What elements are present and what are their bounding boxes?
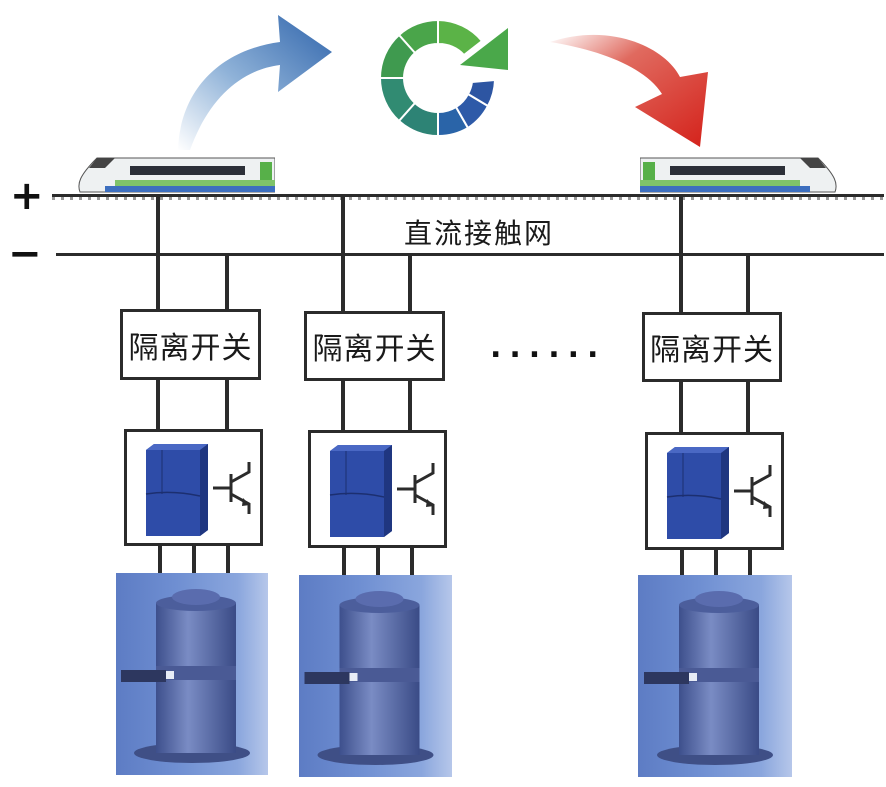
catenary-label: 直流接触网 xyxy=(404,217,555,250)
positive-rail-symbol: + xyxy=(10,173,44,219)
decel-arrow-icon xyxy=(550,34,708,147)
unit2-phase-c xyxy=(410,548,414,575)
energy-recycle-icon xyxy=(378,18,508,138)
unit1-positive-feeder xyxy=(156,196,160,310)
accel-arrow-icon xyxy=(178,15,332,150)
unit1-phase-b xyxy=(192,546,196,573)
converter-cabinet-icon xyxy=(329,445,392,537)
unit2-link-left xyxy=(341,381,345,431)
unit3-phase-b xyxy=(714,550,718,577)
unit3-phase-a xyxy=(680,550,684,577)
negative-rail-symbol: − xyxy=(8,231,42,277)
unit1-converter[interactable] xyxy=(124,429,263,546)
unit1-link-left xyxy=(156,380,160,430)
converter-cabinet-icon xyxy=(666,447,729,539)
unit2-isolator-label: 隔离开关 xyxy=(312,332,437,367)
positive-rail xyxy=(52,194,884,197)
unit3-isolator-label: 隔离开关 xyxy=(650,333,774,368)
unit1-negative-feeder xyxy=(225,255,229,310)
unit3-isolator-switch[interactable]: 隔离开关 xyxy=(642,312,782,382)
train-left-icon xyxy=(78,157,275,193)
unit3-link-left xyxy=(679,382,683,432)
unit2-link-right xyxy=(408,381,412,431)
more-units-ellipsis: ...... xyxy=(490,330,607,365)
train-right-icon xyxy=(640,157,837,193)
unit3-link-right xyxy=(746,382,750,432)
converter-cabinet-icon xyxy=(145,444,208,536)
positive-rail-ties xyxy=(52,197,884,200)
unit3-flywheel-image xyxy=(638,575,792,777)
igbt-transistor-icon xyxy=(213,462,251,514)
unit2-negative-feeder xyxy=(408,255,412,312)
igbt-transistor-icon xyxy=(734,465,772,517)
unit1-flywheel-image xyxy=(116,573,268,775)
unit2-phase-a xyxy=(342,548,346,575)
unit3-positive-feeder xyxy=(679,196,683,312)
unit1-isolator-switch[interactable]: 隔离开关 xyxy=(120,309,261,380)
unit2-positive-feeder xyxy=(341,196,345,312)
unit2-isolator-switch[interactable]: 隔离开关 xyxy=(304,311,445,381)
unit1-phase-c xyxy=(226,546,230,573)
igbt-transistor-icon xyxy=(397,463,435,515)
unit1-isolator-label: 隔离开关 xyxy=(128,330,253,366)
unit3-converter[interactable] xyxy=(645,432,784,550)
unit2-converter[interactable] xyxy=(308,430,447,548)
unit3-phase-c xyxy=(748,550,752,577)
unit2-flywheel-image xyxy=(299,575,452,777)
unit1-phase-a xyxy=(158,546,162,573)
unit3-negative-feeder xyxy=(746,255,750,312)
unit2-phase-b xyxy=(376,548,380,575)
unit1-link-right xyxy=(225,380,229,430)
negative-rail xyxy=(56,253,884,256)
